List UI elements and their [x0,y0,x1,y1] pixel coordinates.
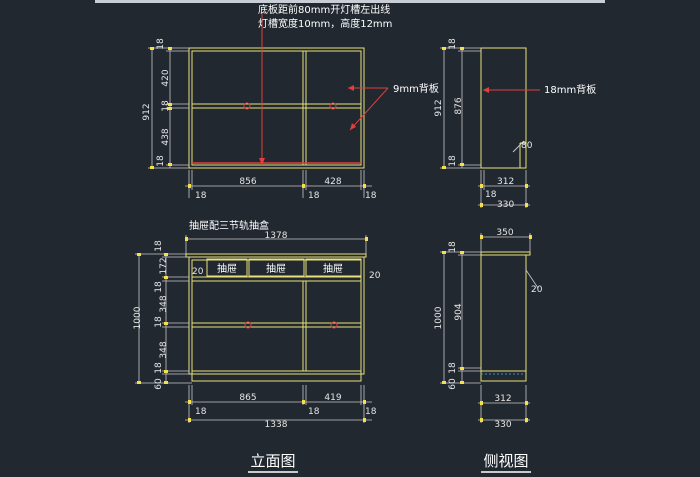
dim-top-front-h-total: 912 [142,103,152,120]
dim-bottom-side-h-top: 18 [448,241,458,253]
back-panel-9mm-label: 9mm背板 [393,82,439,95]
dim-bottom-front-w-left: 865 [239,393,256,403]
dim-bottom-side-h-inner: 904 [454,303,464,320]
dim-top-front-h-upper: 420 [161,69,171,86]
dim-bottom-front-h-top: 18 [154,240,164,252]
dim-top-side-d-back: 18 [485,190,497,200]
dim-bottom-side-d-total: 330 [494,420,511,430]
dim-ticks [150,47,172,169]
bottom-front-horizontal-dim-lines [185,385,372,423]
dim-bottom-side-h-plinth: 60 [448,378,458,390]
dim-top-front-w-left: 856 [239,177,256,187]
dim-bottom-side-overhang: 20 [531,285,543,295]
top-front-cabinet [188,47,365,169]
dim-ticks [188,400,366,422]
dim-top-side-d-total: 330 [497,200,514,210]
dim-top-front-w-right-side: 18 [365,191,377,201]
dim-bottom-front-h-lower: 348 [159,341,169,358]
dim-bottom-front-overhang-right: 20 [369,271,381,281]
dim-bottom-front-h-mid2: 18 [154,316,164,328]
dim-bottom-front-w-mid: 18 [308,407,320,417]
dim-bottom-front-overhang-left: 20 [192,267,204,277]
dim-top-side-h-bottom: 18 [448,155,458,167]
knob-marker [329,102,337,110]
dim-ticks [480,401,528,422]
dim-top-side-d-inner: 312 [497,177,514,187]
top-side-horizontal-dim-lines [478,170,530,208]
dim-top-front-h-bottom: 18 [156,155,166,167]
dim-bottom-side-d-top: 350 [496,228,513,238]
dim-bottom-front-h-upper: 348 [159,295,169,312]
caption-front-view: 立面图 [250,452,295,470]
dim-ticks [188,184,366,188]
caption-side-view: 侧视图 [483,452,528,470]
drawer-label-1: 抽屉 [217,262,237,275]
dim-top-side-h-top: 18 [448,38,458,50]
knob-marker [330,321,338,329]
back-panel-arrow [348,85,354,91]
dim-top-side-groove: 80 [521,141,533,151]
dim-bottom-side-h-bottom: 18 [448,362,458,374]
dim-bottom-front-h-drawer: 172 [159,257,169,274]
dim-bottom-front-w-right: 419 [324,393,341,403]
top-side-cabinet [480,47,527,169]
back-panel-18-arrow [483,87,489,93]
dim-bottom-front-h-bottom: 18 [154,362,164,374]
dim-bottom-front-h-mid1: 18 [154,281,164,293]
back-panel-arrow [350,123,356,130]
dim-bottom-front-w-total: 1378 [265,231,288,241]
knob-marker [243,102,251,110]
dim-ticks [137,253,168,384]
dim-top-side-h-inner: 876 [454,97,464,114]
dim-top-front-w-right: 428 [324,177,341,187]
groove-note-line1: 底板距前80mm开灯槽左出线 [258,3,390,16]
overhang-leader [525,269,539,289]
top-scrollbar-strip [95,0,605,3]
back-panel-leader [349,87,389,131]
dim-top-side-h-total: 912 [434,99,444,116]
dim-top-front-w-left-side: 18 [195,191,207,201]
dim-bottom-front-w-left-side: 18 [195,407,207,417]
dim-top-front-w-mid: 18 [308,191,320,201]
dim-bottom-front-h-total: 1000 [133,306,143,329]
dim-top-front-h-lower: 438 [161,128,171,145]
groove-note-line2: 灯槽宽度10mm，高度12mm [258,17,392,30]
dim-top-front-h-mid: 18 [161,100,171,112]
top-front-horizontal-dim-lines [185,170,372,198]
bottom-side-horizontal-dim-lines [478,385,530,423]
dim-ticks [185,237,368,241]
dim-bottom-front-w-right-side: 18 [365,407,377,417]
drawer-label-3: 抽屉 [323,262,343,275]
dim-bottom-front-h-plinth: 60 [154,378,164,390]
knob-marker [244,321,252,329]
dim-ticks [480,235,532,239]
groove-leader-arrow [259,158,265,165]
dim-bottom-side-d-inner: 312 [494,394,511,404]
dim-ticks [480,184,528,207]
bottom-front-cabinet [185,253,367,382]
dim-bottom-front-w-carcass: 1338 [265,420,288,430]
bottom-front-vertical-dim-lines [135,253,192,384]
dim-top-front-h-top: 18 [156,38,166,50]
back-panel-18mm-label: 18mm背板 [544,83,596,96]
dim-ticks [442,47,464,169]
dim-ticks [442,251,464,384]
bottom-side-cabinet [480,251,531,382]
dim-bottom-side-h-total: 1000 [434,306,444,329]
drawer-fronts [206,258,362,277]
groove-dim-line [512,140,525,153]
drawer-label-2: 抽屉 [266,262,286,275]
drawer-note: 抽屉配三节轨抽盒 [189,219,269,232]
